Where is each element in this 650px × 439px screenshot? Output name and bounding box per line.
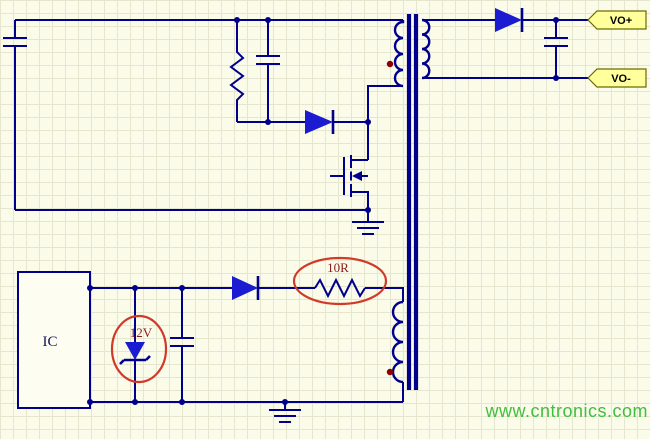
phase-dot bbox=[386, 60, 394, 68]
junction-dot bbox=[132, 399, 138, 405]
aux-diode-icon bbox=[232, 276, 258, 300]
ic-outline bbox=[17, 271, 91, 409]
zener-cathode-bar bbox=[119, 355, 151, 365]
junction-dot bbox=[87, 285, 93, 291]
aux-bottom-rail bbox=[90, 382, 404, 403]
vo-minus-label: VO- bbox=[611, 73, 631, 85]
secondary-winding-icon bbox=[421, 18, 431, 80]
junction-dot bbox=[179, 399, 185, 405]
aux-winding-icon bbox=[391, 300, 404, 384]
junction-dot bbox=[132, 285, 138, 291]
aux-bias-circuit bbox=[90, 276, 404, 423]
highlight-circle-resistor bbox=[292, 256, 388, 306]
vo-plus-flag bbox=[587, 10, 647, 30]
watermark-text: www.cntronics.com bbox=[484, 401, 648, 421]
transformer-core-icon bbox=[406, 14, 419, 390]
bottom-ground-icon bbox=[269, 402, 301, 423]
junction-dot bbox=[234, 17, 240, 23]
junction-dot bbox=[553, 75, 559, 81]
output-stage: VO+ VO- bbox=[422, 8, 647, 88]
snubber-capacitor-icon bbox=[256, 20, 280, 122]
snubber-resistor-icon bbox=[229, 20, 245, 122]
drain-wire bbox=[367, 85, 403, 160]
output-capacitor-icon bbox=[544, 20, 568, 78]
junction-dots bbox=[87, 17, 559, 405]
source-ground-icon bbox=[352, 210, 384, 235]
junction-dot bbox=[265, 17, 271, 23]
zener-diode-icon bbox=[125, 342, 145, 360]
mosfet bbox=[330, 85, 403, 235]
junction-dot bbox=[282, 399, 288, 405]
aux-top-rail bbox=[90, 287, 404, 302]
transformer bbox=[386, 14, 431, 390]
aux-capacitor-icon bbox=[170, 288, 194, 402]
zener-voltage-label: 12V bbox=[130, 325, 153, 340]
output-diode-icon bbox=[495, 8, 522, 32]
mosfet-arrow-icon bbox=[352, 171, 362, 181]
mosfet-body-icon bbox=[330, 155, 369, 210]
highlight-circle-zener bbox=[110, 314, 168, 384]
input-capacitor-icon bbox=[3, 20, 27, 210]
ic-label: IC bbox=[43, 334, 58, 350]
junction-dot bbox=[265, 119, 271, 125]
junction-dot bbox=[179, 285, 185, 291]
primary-loop bbox=[3, 19, 403, 211]
annotations: 10R 12V bbox=[110, 256, 388, 384]
junction-dot bbox=[87, 399, 93, 405]
phase-dot bbox=[386, 368, 394, 376]
vo-minus-flag bbox=[587, 68, 647, 88]
resistor-value-label: 10R bbox=[327, 260, 349, 275]
limit-resistor-icon bbox=[314, 277, 366, 299]
junction-dot bbox=[553, 17, 559, 23]
clamp-diode-icon bbox=[305, 110, 333, 134]
junction-dot bbox=[365, 207, 371, 213]
junction-dot bbox=[365, 119, 371, 125]
ic-block: IC bbox=[17, 271, 91, 409]
primary-winding-icon bbox=[393, 20, 405, 88]
vo-plus-label: VO+ bbox=[610, 15, 632, 27]
secondary-wires bbox=[422, 19, 588, 79]
snubber-network bbox=[229, 20, 368, 134]
